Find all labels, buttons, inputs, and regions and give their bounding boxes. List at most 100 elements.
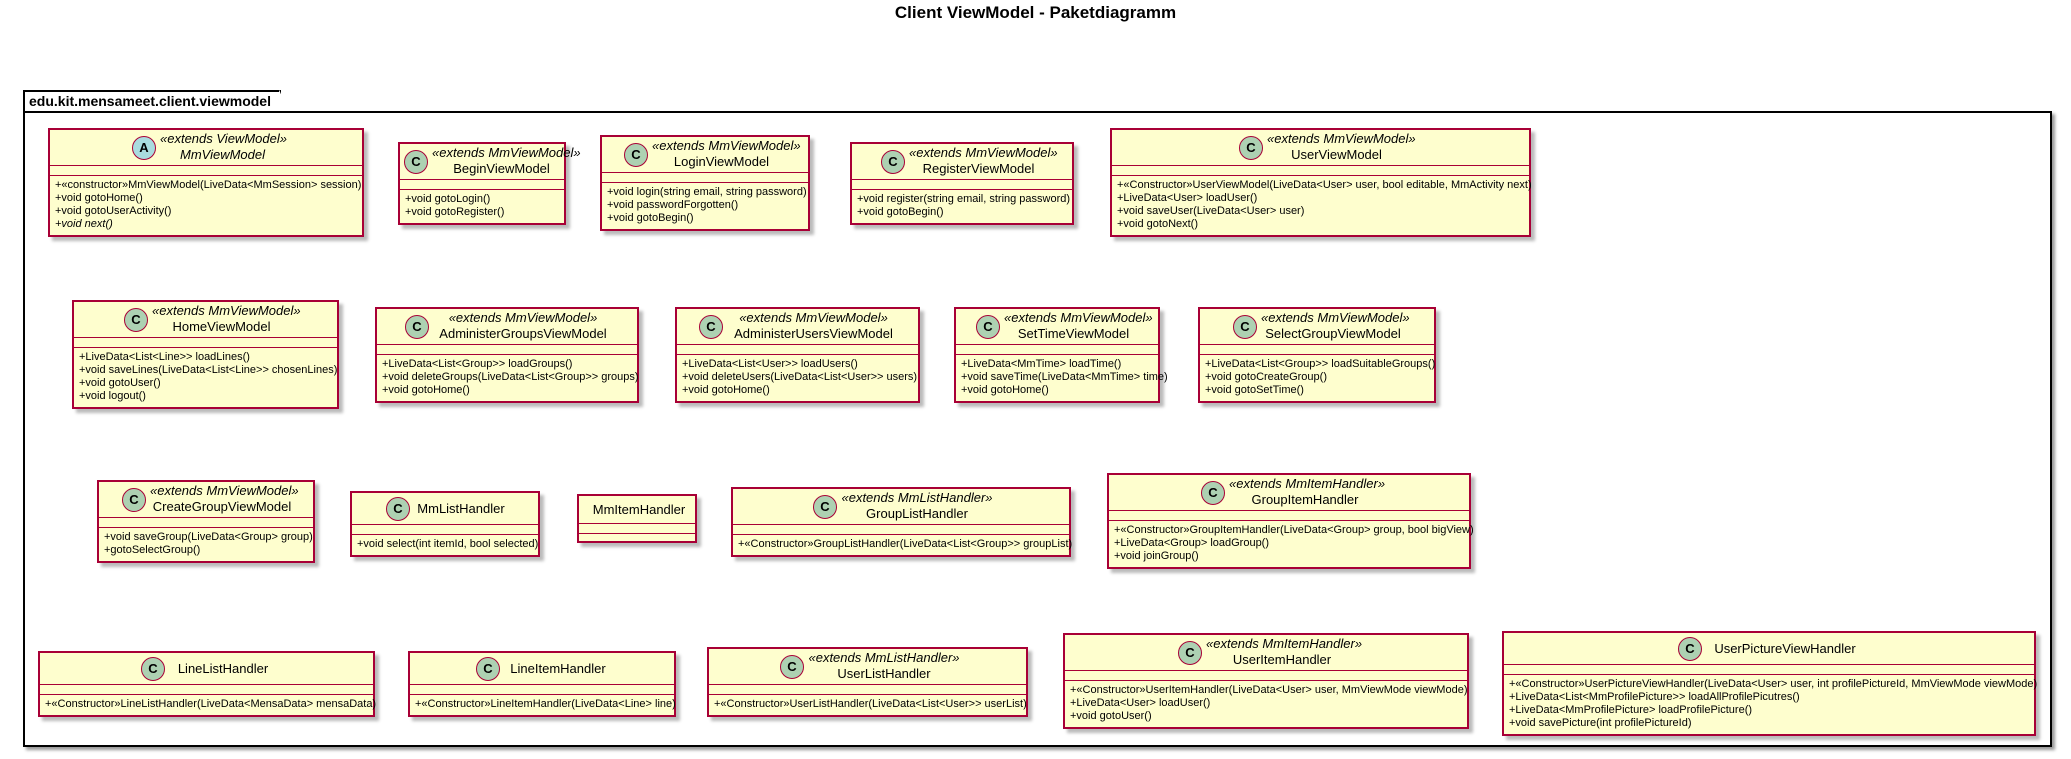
class-method: +void gotoHome()	[382, 384, 470, 396]
class-stereotype: «extends MmItemHandler»	[1229, 476, 1386, 491]
class-method: +LiveData<List<User>> loadUsers()	[682, 358, 858, 370]
class-method: +void gotoHome()	[55, 192, 143, 204]
class-method: +LiveData<List<MmProfilePicture>> loadAl…	[1509, 691, 1800, 703]
class-method: +«Constructor»GroupItemHandler(LiveData<…	[1114, 524, 1474, 536]
class-loginviewmodel: C«extends MmViewModel»LoginViewModel+voi…	[600, 135, 810, 231]
class-name: SelectGroupViewModel	[1265, 326, 1401, 341]
class-administerusersviewmodel: C«extends MmViewModel»AdministerUsersVie…	[675, 307, 920, 403]
abstract-class-icon: A	[132, 135, 156, 160]
class-method: +void next()	[55, 218, 113, 230]
class-fields-section	[677, 345, 918, 355]
class-method: +void gotoBegin()	[607, 212, 694, 224]
class-methods-section	[579, 534, 695, 541]
class-method: +gotoSelectGroup()	[104, 544, 201, 556]
class-creategroupviewmodel: C«extends MmViewModel»CreateGroupViewMod…	[97, 480, 315, 563]
class-method: +void gotoNext()	[1117, 218, 1199, 230]
class-method: +void deleteGroups(LiveData<List<Group>>…	[382, 371, 639, 383]
class-method: +«Constructor»GroupListHandler(LiveData<…	[738, 538, 1073, 550]
class-stereotype: «extends MmViewModel»	[150, 483, 299, 498]
class-registerviewmodel: C«extends MmViewModel»RegisterViewModel+…	[850, 142, 1074, 225]
class-method: +«Constructor»LineListHandler(LiveData<M…	[45, 698, 377, 710]
class-icon: C	[1239, 135, 1263, 160]
class-fields-section	[400, 180, 564, 190]
class-method: +LiveData<Group> loadGroup()	[1114, 537, 1270, 549]
class-method: +LiveData<List<Group>> loadGroups()	[382, 358, 573, 370]
class-name: MmItemHandler	[592, 502, 686, 517]
class-icon: C	[813, 494, 837, 519]
class-fields-section	[579, 524, 695, 534]
class-icon: C	[1678, 636, 1702, 661]
class-icon: C	[881, 149, 905, 174]
class-name: GroupItemHandler	[1251, 492, 1359, 507]
class-icon: C	[386, 496, 410, 521]
class-name: AdministerUsersViewModel	[734, 326, 893, 341]
class-methods-section: +«Constructor»LineListHandler(LiveData<M…	[40, 695, 377, 715]
class-stereotype: «extends MmViewModel»	[1261, 310, 1410, 325]
class-method: +void gotoHome()	[961, 384, 1049, 396]
class-fields-section	[50, 166, 362, 176]
class-homeviewmodel: C«extends MmViewModel»HomeViewModel+Live…	[72, 300, 339, 409]
class-method: +void gotoLogin()	[405, 193, 491, 205]
class-name: UserItemHandler	[1232, 652, 1332, 667]
class-method: +«constructor»MmViewModel(LiveData<MmSes…	[55, 179, 362, 191]
class-methods-section: +void register(string email, string pass…	[852, 190, 1072, 223]
class-method: +LiveData<User> loadUser()	[1070, 697, 1211, 709]
class-useritemhandler: C «extends MmItemHandler»UserItemHandler +…	[1063, 633, 1469, 729]
class-stereotype: «extends MmViewModel»	[1004, 310, 1153, 325]
class-userlisthandler: C«extends MmListHandler»UserListHandler+…	[707, 647, 1028, 717]
class-method: +void savePicture(int profilePictureId)	[1509, 717, 1692, 729]
class-name: AdministerGroupsViewModel	[439, 326, 607, 341]
class-method: +void gotoRegister()	[405, 206, 505, 218]
class-method: +«Constructor»UserViewModel(LiveData<Use…	[1117, 179, 1532, 191]
class-method: +void gotoUser()	[1070, 710, 1152, 722]
class-fields-section	[377, 345, 637, 355]
class-method: +«Constructor»UserPictureViewHandler(Liv…	[1509, 678, 2038, 690]
class-stereotype: «extends MmViewModel»	[652, 138, 801, 153]
class-name: BeginViewModel	[453, 161, 550, 176]
class-methods-section: +«Constructor»UserItemHandler(LiveData<U…	[1065, 681, 1468, 727]
class-method: +LiveData<List<Line>> loadLines()	[79, 351, 250, 363]
diagram-title: Client ViewModel - Paketdiagramm	[894, 3, 1177, 22]
class-stereotype: «extends MmViewModel»	[432, 145, 581, 160]
class-icon: C	[699, 314, 723, 339]
class-selectgroupviewmodel: C«extends MmViewModel»SelectGroupViewMod…	[1198, 307, 1436, 403]
class-fields-section	[852, 180, 1072, 190]
class-fields-section	[74, 338, 337, 348]
class-method: +void saveUser(LiveData<User> user)	[1117, 205, 1305, 217]
class-mmlisthandler: C MmListHandler +void select(int itemId, b…	[350, 491, 540, 557]
class-fields-section	[410, 685, 674, 695]
class-fields-section	[1504, 665, 2034, 675]
class-methods-section: +void select(int itemId, bool selected)	[352, 535, 538, 555]
class-method: +LiveData<List<Group>> loadSuitableGroup…	[1205, 358, 1436, 370]
class-icon: C	[404, 149, 428, 174]
class-grouplisthandler: C«extends MmListHandler»GroupListHandler…	[731, 487, 1073, 557]
class-method: +LiveData<User> loadUser()	[1117, 192, 1258, 204]
class-methods-section: +«Constructor»UserViewModel(LiveData<Use…	[1112, 176, 1532, 235]
class-method: +void gotoHome()	[682, 384, 770, 396]
class-icon: C	[1178, 640, 1202, 665]
class-icon: C	[476, 656, 500, 681]
class-methods-section: +LiveData<MmTime> loadTime()+void saveTi…	[956, 355, 1168, 401]
class-method: +«Constructor»UserListHandler(LiveData<L…	[714, 698, 1027, 710]
class-method: +void register(string email, string pass…	[857, 193, 1071, 205]
class-fields-section	[1109, 511, 1469, 521]
class-settimeviewmodel: C«extends MmViewModel»SetTimeViewModel+L…	[954, 307, 1168, 403]
class-method: +void gotoBegin()	[857, 206, 944, 218]
class-stereotype: «extends MmItemHandler»	[1206, 636, 1363, 651]
class-fields-section	[1065, 671, 1467, 681]
class-name: MmListHandler	[417, 501, 505, 516]
class-fields-section	[733, 525, 1069, 535]
class-method: +void gotoUserActivity()	[55, 205, 172, 217]
class-methods-section: +void login(string email, string passwor…	[602, 183, 808, 229]
class-methods-section: +void saveGroup(LiveData<Group> group)+g…	[99, 528, 313, 561]
class-methods-section: +LiveData<List<Group>> loadSuitableGroup…	[1200, 355, 1436, 401]
class-method: +void gotoCreateGroup()	[1205, 371, 1327, 383]
class-stereotype: «extends MmViewModel»	[909, 145, 1058, 160]
class-stereotype: «extends MmViewModel»	[448, 310, 598, 325]
class-method: +void saveGroup(LiveData<Group> group)	[104, 531, 313, 543]
class-methods-section: +«constructor»MmViewModel(LiveData<MmSes…	[50, 176, 362, 235]
class-name: HomeViewModel	[172, 319, 271, 334]
class-fields-section	[956, 345, 1158, 355]
